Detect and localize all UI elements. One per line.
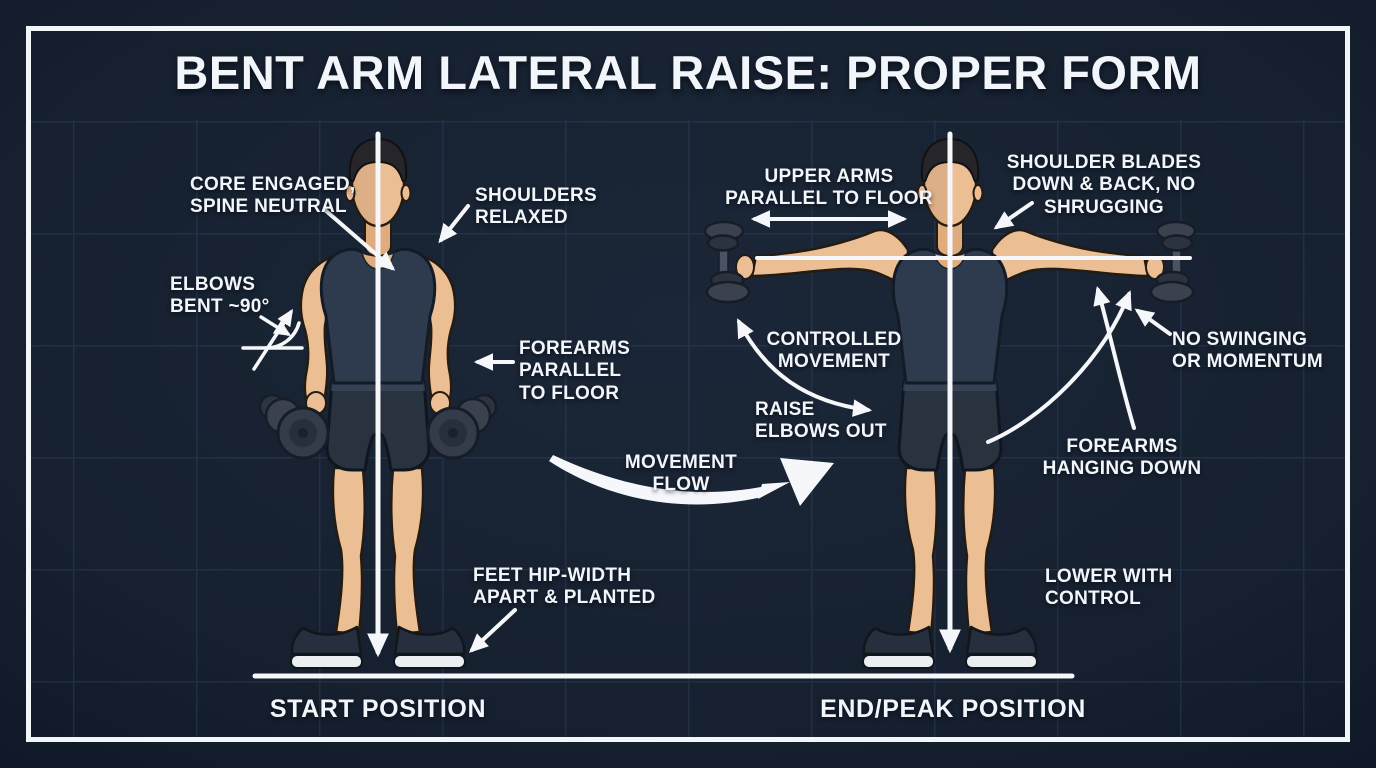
arrow-shoulder-blades (993, 201, 1034, 230)
elbow-angle-icon (241, 308, 304, 371)
label-lower-with-control: LOWER WITH CONTROL (1045, 566, 1173, 610)
dumbbell-right (426, 393, 498, 460)
label-movement-flow: MOVEMENT FLOW (624, 452, 738, 496)
dumbbell-left (258, 393, 330, 460)
dumbbell-right (1149, 220, 1197, 304)
arrow-raise-curve (986, 290, 1132, 444)
label-shoulder-blades: SHOULDER BLADES DOWN & BACK, NO SHRUGGIN… (1006, 152, 1202, 218)
arrow-raise-lower-path (737, 318, 873, 417)
dumbbell-left (703, 220, 751, 304)
label-upper-arms: UPPER ARMS PARALLEL TO FLOOR (725, 166, 933, 210)
label-forearms-hanging: FOREARMS HANGING DOWN (1042, 436, 1202, 480)
arrow-no-swinging (1134, 308, 1172, 336)
end-position-caption: END/PEAK POSITION (820, 695, 1086, 723)
sneakers (290, 625, 466, 669)
label-controlled-movement: CONTROLLED MOVEMENT (766, 329, 902, 373)
label-raise-elbows: RAISE ELBOWS OUT (755, 399, 887, 443)
movement-flow-arrow (549, 455, 834, 506)
label-forearms-parallel: FOREARMS PARALLEL TO FLOOR (519, 338, 631, 404)
arrow-feet (468, 608, 517, 653)
guides-and-arrows (241, 131, 1192, 679)
label-feet-planted: FEET HIP-WIDTH APART & PLANTED (473, 565, 656, 609)
label-elbows-bent: ELBOWS BENT ~90° (170, 274, 270, 318)
label-shoulders-relaxed: SHOULDERS RELAXED (475, 185, 597, 229)
border-frame (26, 26, 1350, 742)
arrow-shoulders (438, 204, 470, 244)
page-title: BENT ARM LATERAL RAISE: PROPER FORM (174, 46, 1202, 99)
label-no-swinging: NO SWINGING OR MOMENTUM (1172, 329, 1324, 373)
blueprint-grid (31, 120, 1345, 738)
label-core-engaged: CORE ENGAGED, SPINE NEUTRAL (190, 174, 356, 218)
arrow-lower-curve (1093, 285, 1136, 430)
arrow-core (323, 208, 396, 271)
start-position-caption: START POSITION (269, 695, 487, 723)
start-figure (258, 138, 498, 669)
